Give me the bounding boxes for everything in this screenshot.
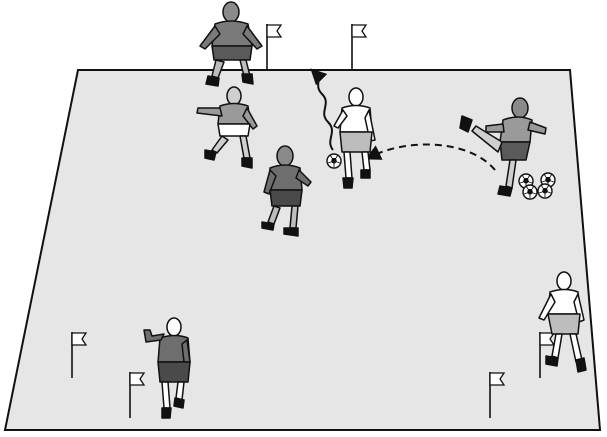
soccer-ball-icon <box>538 184 552 198</box>
soccer-ball-icon <box>523 185 537 199</box>
soccer-ball-icon <box>327 154 341 168</box>
flag-icon <box>267 24 281 70</box>
flag-icon <box>352 24 366 70</box>
